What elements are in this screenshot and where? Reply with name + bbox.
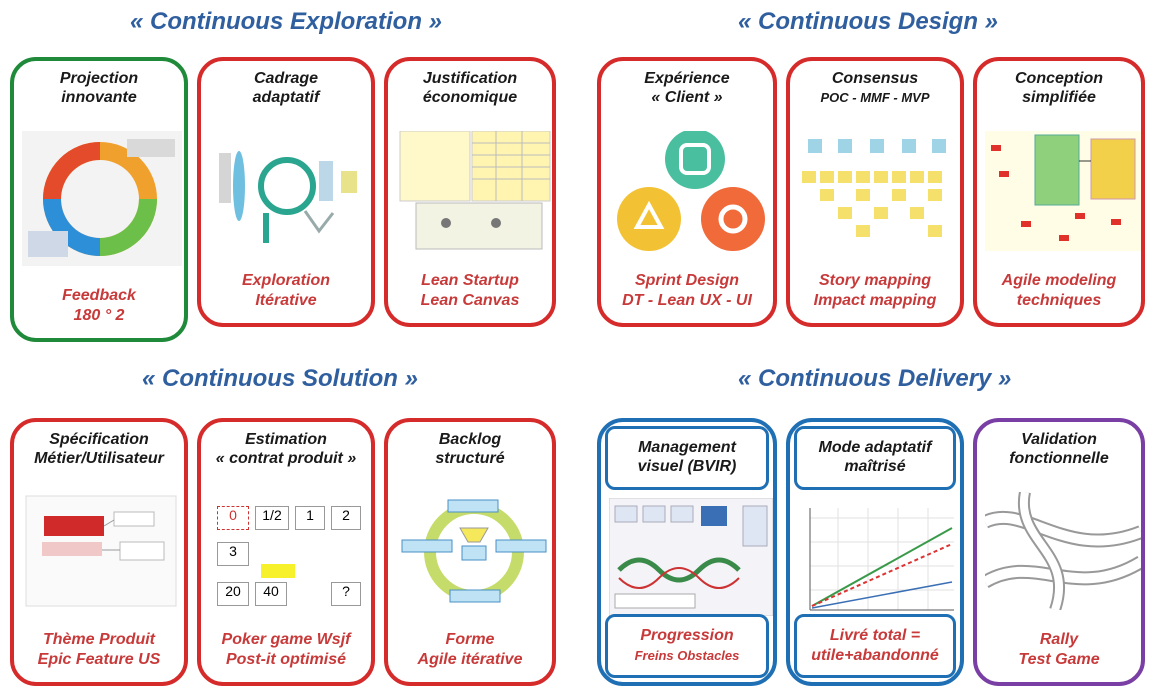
- section-title-delivery: « Continuous Delivery »: [738, 365, 1012, 392]
- poker-card: 40: [255, 582, 287, 606]
- road-illustration: [985, 492, 1141, 610]
- poker-card: 1: [295, 506, 325, 530]
- section-title-exploration: « Continuous Exploration »: [130, 8, 443, 35]
- title-frame: [794, 426, 956, 490]
- board-illustration: [609, 498, 773, 616]
- backlog-cycle-illustration: [396, 492, 547, 603]
- poker-card: 20: [217, 582, 249, 606]
- card-estimation: Estimation« contrat produit » 0 1/2 1 2 …: [197, 418, 375, 686]
- venn-illustration: [609, 131, 765, 251]
- section-title-solution: « Continuous Solution »: [142, 365, 418, 392]
- poker-card: 0: [217, 506, 249, 530]
- section-title-design: « Continuous Design »: [738, 8, 999, 35]
- poker-card: 2: [331, 506, 361, 530]
- poker-cards-illustration: 0 1/2 1 2 3 20 40 ?: [209, 502, 363, 610]
- model-illustration: [985, 131, 1141, 251]
- spec-illustration: [22, 492, 177, 607]
- poker-card: ?: [331, 582, 361, 606]
- story-map-illustration: [798, 131, 952, 243]
- cycle-illustration: [22, 131, 182, 266]
- card-title: Estimation« contrat produit »: [215, 431, 357, 467]
- burnup-illustration: [798, 498, 954, 611]
- poker-card: 1/2: [255, 506, 289, 530]
- card-title: Expérience« Client »: [644, 70, 730, 106]
- sticky-note: [261, 564, 295, 578]
- subtitle-frame: [794, 614, 956, 678]
- poker-card: 3: [217, 542, 249, 566]
- canvas-illustration: [396, 131, 551, 250]
- title-frame: [605, 426, 769, 490]
- subtitle-frame: [605, 614, 769, 678]
- card-subtitle: Livré total =utile+abandonné: [811, 627, 939, 664]
- process-illustration: [209, 131, 363, 243]
